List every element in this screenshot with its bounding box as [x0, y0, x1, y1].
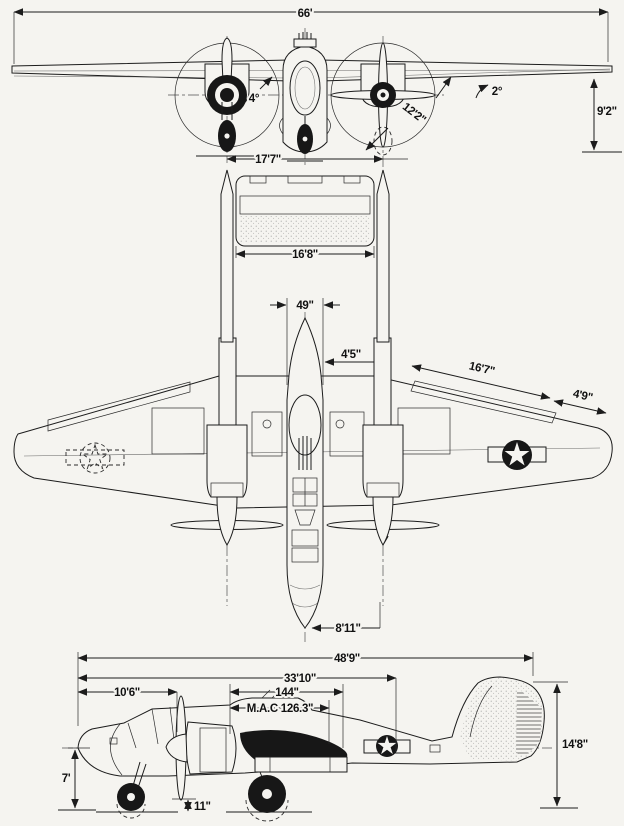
- flap-left: [47, 381, 191, 432]
- canopy: [288, 394, 322, 456]
- cowling: [185, 721, 237, 775]
- rudder: [516, 690, 542, 755]
- front-fuselage-pod: [279, 32, 331, 153]
- dim-label-pod-to-boom: 4'5": [341, 349, 361, 361]
- dim-label-nose-to-prop: 10'6": [114, 687, 140, 699]
- dim-label-root-chord: 144": [275, 687, 298, 699]
- turret: [293, 38, 317, 48]
- side-view: 48'9" 33'10" 10'6" 144" M.A.C 126.3" 14'…: [58, 651, 590, 822]
- spinner: [216, 496, 238, 546]
- plan-insignia-right: [487, 440, 547, 470]
- side-engine: [165, 695, 237, 801]
- spinner: [372, 496, 394, 546]
- plan-fuselage-pod: [286, 316, 324, 629]
- dim-label-nose-height: 7': [62, 773, 71, 785]
- dim-label-prop-diameter: 12'2": [400, 101, 428, 126]
- dim-label-wing-tip: 4'9": [572, 388, 594, 404]
- dim-label-tail-height: 14'8": [562, 739, 588, 751]
- insignia-star: [504, 442, 530, 466]
- fin-left: [220, 169, 234, 343]
- dim-label-nose-to-boom: 8'11": [335, 623, 360, 635]
- propeller-left: [174, 37, 280, 148]
- plan-nacelle-left: [206, 424, 248, 546]
- plan-stabilizer: [235, 175, 375, 247]
- elevator: [239, 195, 371, 215]
- plan-insignia-left-ghost: [65, 442, 125, 474]
- fin-right: [376, 169, 390, 343]
- side-insignia: [363, 735, 411, 757]
- dim-label-mac: M.A.C 126.3": [247, 703, 313, 715]
- propeller-right: [330, 42, 436, 148]
- plan-nacelle-right: [362, 424, 404, 546]
- cowl-flaps: [199, 727, 227, 773]
- dim-label-thrust-angle: 4°: [249, 93, 260, 105]
- spinner: [165, 733, 188, 763]
- dim-label-dihedral: 2°: [492, 86, 503, 98]
- plan-dimensions: 16'8" 49" 4'5" 16'7" 4'9" 8'11": [235, 246, 607, 637]
- radome-bulkhead: [110, 723, 123, 776]
- side-landing-gear: [96, 761, 312, 822]
- dim-label-tail-cone-width: 49": [296, 300, 313, 312]
- dim-label-height: 9'2": [597, 106, 617, 118]
- dim-label-span: 66': [298, 8, 313, 20]
- dim-line-outer-panel: [411, 364, 551, 400]
- front-view: 66' 9'2" 17'7" 12'2" 4° 2°: [11, 6, 622, 168]
- front-landing-gear: [196, 102, 408, 162]
- dim-label-gear-track: 17'7": [255, 154, 281, 166]
- wing-root-section: [240, 730, 348, 762]
- dim-label-stab-span: 16'8": [292, 249, 318, 261]
- dim-label-nose-to-tail: 33'10": [284, 673, 316, 685]
- flap-side: [254, 756, 348, 773]
- flap-right: [410, 380, 557, 424]
- insignia-star: [377, 736, 397, 755]
- dim-label-overall-length: 48'9": [334, 653, 360, 665]
- top-view: 16'8" 49" 4'5" 16'7" 4'9" 8'11": [13, 169, 613, 642]
- dim-line-wing-tip: [553, 399, 607, 415]
- front-dimensions: 66' 9'2" 17'7" 12'2" 4° 2°: [13, 6, 622, 168]
- dim-label-prop-clearance: 11": [194, 801, 211, 813]
- side-dimensions: 48'9" 33'10" 10'6" 144" M.A.C 126.3" 14'…: [58, 651, 590, 815]
- dim-label-outer-panel: 16'7": [468, 360, 496, 378]
